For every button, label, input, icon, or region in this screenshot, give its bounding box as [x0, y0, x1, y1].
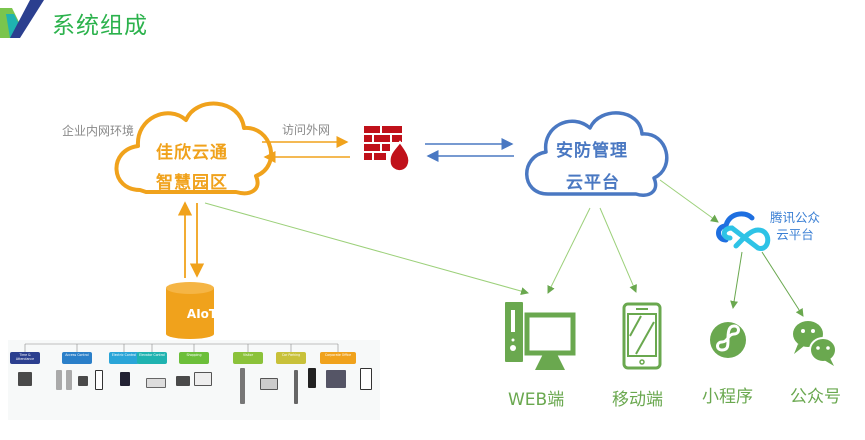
device-categories-strip: Time & Attendance Access Control Electri…: [8, 340, 380, 420]
wechat-official-label: 公众号: [790, 387, 841, 407]
category-tab-elevator: Elevator Control: [137, 352, 167, 364]
device-image: [95, 370, 103, 390]
mini-program-label: 小程序: [702, 387, 753, 407]
device-image: [260, 378, 278, 390]
security-cloud-subtitle: 云平台: [566, 173, 620, 193]
category-tab-office: Corporate Office: [320, 352, 356, 364]
category-tab-parking: Car Parking: [276, 352, 306, 364]
device-image: [120, 372, 130, 386]
arrow-campus-to-web: [204, 202, 529, 295]
arrow-tencent-to-wechat: [761, 251, 804, 317]
category-tab-visitor: Visitor: [233, 352, 263, 364]
device-image: [176, 376, 190, 386]
desktop-computer-icon: [505, 302, 576, 370]
firewall-icon: [364, 126, 411, 172]
tencent-cloud-icon: [716, 211, 771, 251]
device-image: [18, 372, 32, 386]
category-tab-access: Access Control: [62, 352, 92, 364]
arrow-security-to-web: [547, 207, 591, 294]
category-tab-shopping: Shopping: [179, 352, 209, 364]
brand-logo: [0, 0, 44, 38]
device-image: [146, 378, 166, 388]
environment-label: 企业内网环境: [62, 124, 135, 138]
aiot-label: AIoT: [186, 307, 218, 321]
campus-cloud-shape: [114, 101, 274, 196]
mini-program-icon: [710, 322, 746, 358]
wechat-icon: [793, 321, 837, 366]
category-tab-electric: Electric Control: [109, 352, 139, 364]
mobile-endpoint-label: 移动端: [612, 390, 663, 410]
device-image: [308, 368, 316, 388]
arrow-security-to-mobile: [599, 207, 637, 293]
device-image: [360, 368, 372, 390]
tencent-cloud-label: 腾讯公众 云平台: [770, 209, 820, 243]
campus-cloud-title: 佳欣云通: [156, 143, 228, 163]
device-image: [240, 368, 245, 404]
security-cloud-shape: [525, 111, 669, 197]
campus-cloud-subtitle: 智慧园区: [156, 173, 228, 193]
tencent-cloud-subtitle: 云平台: [776, 227, 814, 242]
category-tab-attendance: Time & Attendance: [10, 352, 40, 364]
device-image: [194, 372, 212, 386]
aiot-database-icon: [166, 282, 214, 339]
internet-access-label: 访问外网: [282, 123, 331, 137]
device-tree-lines: [24, 343, 339, 352]
page-title: 系统组成: [52, 13, 148, 39]
device-image: [56, 370, 62, 390]
security-cloud-title: 安防管理: [556, 141, 628, 161]
arrow-security-to-tencent: [659, 179, 719, 223]
mobile-phone-icon: [622, 302, 662, 370]
tencent-cloud-title: 腾讯公众: [770, 210, 821, 225]
device-image: [78, 376, 88, 386]
device-image: [294, 370, 298, 404]
web-endpoint-label: WEB端: [508, 390, 565, 410]
arrow-tencent-to-miniprogram: [730, 251, 743, 309]
device-image: [66, 370, 72, 390]
device-image: [326, 370, 346, 388]
